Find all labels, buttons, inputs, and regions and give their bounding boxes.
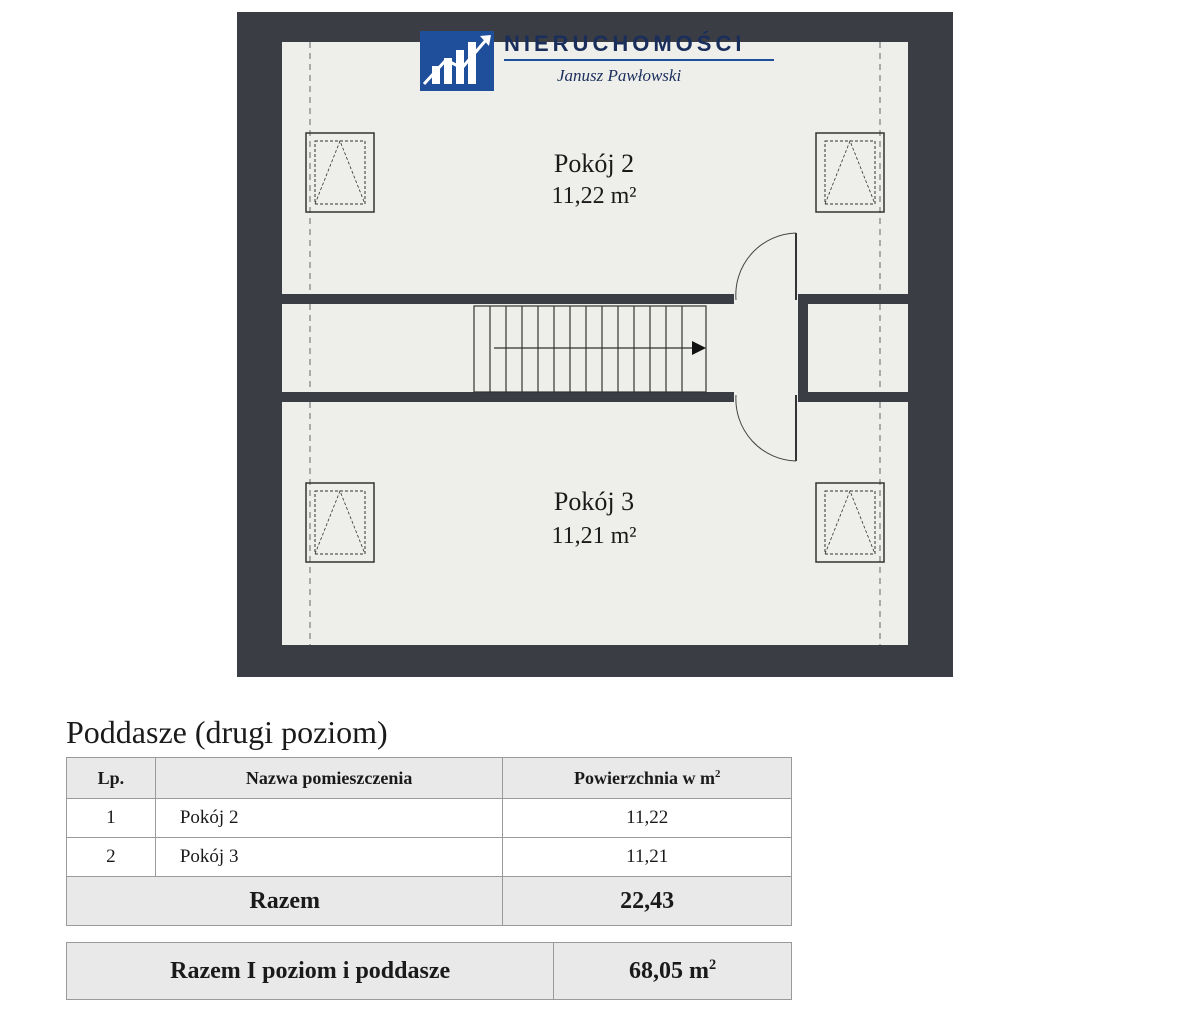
column-header-lp: Lp.: [66, 757, 156, 799]
company-logo: NIERUCHOMOŚCI Janusz Pawłowski: [420, 31, 774, 91]
corridor-left-floor: [282, 304, 472, 392]
room-area-pokoj-2: 11,22 m²: [552, 183, 637, 209]
floor-plan: Pokój 2 11,22 m² Pokój 3 11,21 m² NIERUC…: [237, 12, 953, 677]
cell-name: Pokój 3: [154, 837, 504, 877]
table-sum-row: Razem 22,43: [65, 876, 792, 926]
rooms-table: Lp. Nazwa pomieszczenia Powierzchnia w m…: [65, 757, 792, 926]
section-title: Poddasze (drugi poziom): [66, 714, 388, 750]
cell-name: Pokój 2: [154, 798, 504, 838]
total-label: Razem I poziom i poddasze: [65, 942, 555, 1000]
landing-floor: [708, 304, 798, 392]
table-header-row: Lp. Nazwa pomieszczenia Powierzchnia w m…: [66, 757, 792, 799]
roof-slope-lines: [309, 42, 881, 645]
stairs-direction-arrow-icon: [692, 341, 706, 355]
sum-label: Razem: [65, 876, 504, 926]
column-header-name: Nazwa pomieszczenia: [154, 757, 504, 799]
total-value: 68,05 m2: [553, 942, 792, 1000]
roof-window-icon: [815, 482, 885, 563]
total-row: Razem I poziom i poddasze 68,05 m2: [65, 942, 792, 1000]
cell-lp: 2: [66, 837, 156, 877]
roof-window-icon: [815, 132, 885, 213]
table-row: 2 Pokój 3 11,21: [66, 837, 792, 877]
room-name-pokoj-2: Pokój 2: [554, 149, 634, 178]
roof-window-icon: [305, 132, 375, 213]
column-header-area: Powierzchnia w m2: [502, 757, 792, 799]
room-floor-pokoj-3: [282, 402, 908, 645]
room-floor-pokoj-2: [282, 42, 908, 294]
cell-area: 11,22: [502, 798, 792, 838]
stairs: [473, 305, 707, 393]
cell-lp: 1: [66, 798, 156, 838]
door-pokoj-3: [734, 390, 798, 462]
logo-title: NIERUCHOMOŚCI: [504, 31, 745, 56]
logo-subtitle: Janusz Pawłowski: [557, 66, 681, 85]
roof-window-icon: [305, 482, 375, 563]
sum-value: 22,43: [502, 876, 792, 926]
room-area-pokoj-3: 11,21 m²: [552, 523, 637, 549]
door-pokoj-2: [734, 232, 798, 306]
room-name-pokoj-3: Pokój 3: [554, 487, 634, 516]
table-row: 1 Pokój 2 11,22: [66, 798, 792, 838]
corridor-right-floor: [808, 304, 908, 392]
cell-area: 11,21: [502, 837, 792, 877]
total-table: Razem I poziom i poddasze 68,05 m2: [65, 942, 792, 1000]
